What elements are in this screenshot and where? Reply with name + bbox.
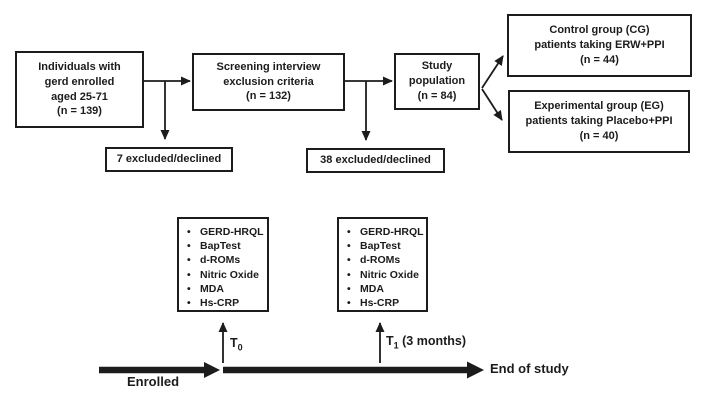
arrow-study-to-experimental <box>481 88 503 121</box>
enrollment-box: Individuals with gerd enrolled aged 25-7… <box>15 51 144 128</box>
assessment-item: Hs-CRP <box>345 296 422 310</box>
screening-box-line: Screening interview <box>216 60 321 73</box>
t1-base: T <box>386 334 394 348</box>
control-group-box-line: patients taking ERW+PPI <box>534 39 665 52</box>
experimental-group-box-line: patients taking Placebo+PPI <box>525 115 673 128</box>
enrolled-label: Enrolled <box>127 374 180 389</box>
t0-assessments-list: GERD-HRQL BapTest d-ROMs Nitric Oxide MD… <box>185 225 264 310</box>
t1-label: T1 (3 months) <box>386 334 466 351</box>
arrow-study-to-control <box>481 55 504 89</box>
t1-subscript: 1 <box>393 340 399 351</box>
excluded-declined-7-label: 7 excluded/declined <box>116 153 222 166</box>
experimental-group-box: Experimental group (EG) patients taking … <box>508 90 690 153</box>
assessment-item: MDA <box>345 282 422 296</box>
enrollment-box-line: Individuals with <box>38 60 121 73</box>
screening-box: Screening interview exclusion criteria (… <box>192 53 345 111</box>
assessment-item: Nitric Oxide <box>185 268 263 282</box>
study-population-box-line: Study <box>421 60 453 73</box>
timeline-end-arrowhead <box>467 361 484 379</box>
end-of-study-label: End of study <box>490 361 569 376</box>
t0-subscript: 0 <box>237 342 243 353</box>
experimental-group-box-line: Experimental group (EG) <box>534 100 664 113</box>
control-group-box-line: (n = 44) <box>580 53 619 66</box>
assessment-item: d-ROMs <box>345 253 422 267</box>
enrollment-box-line: gerd enrolled <box>44 75 115 88</box>
t1-rest: (3 months) <box>398 334 467 348</box>
t1-assessments-list: GERD-HRQL BapTest d-ROMs Nitric Oxide MD… <box>345 225 424 310</box>
experimental-group-box-line: (n = 40) <box>579 129 619 142</box>
assessment-item: Nitric Oxide <box>345 268 422 282</box>
timeline-enrolled-arrowhead <box>204 362 220 378</box>
assessment-item: GERD-HRQL <box>345 225 424 239</box>
control-group-box: Control group (CG) patients taking ERW+P… <box>507 14 692 77</box>
t1-assessments-box: GERD-HRQL BapTest d-ROMs Nitric Oxide MD… <box>337 217 428 312</box>
enrollment-box-line: aged 25-71 <box>51 90 108 103</box>
assessment-item: d-ROMs <box>185 253 263 267</box>
excluded-declined-38-box: 38 excluded/declined <box>306 148 445 173</box>
assessment-item: Hs-CRP <box>185 296 263 310</box>
screening-box-line: exclusion criteria <box>223 75 314 88</box>
excluded-declined-38-label: 38 excluded/declined <box>320 154 431 167</box>
t0-assessments-box: GERD-HRQL BapTest d-ROMs Nitric Oxide MD… <box>177 217 269 312</box>
screening-box-line: (n = 132) <box>246 90 291 103</box>
excluded-declined-7-box: 7 excluded/declined <box>105 147 233 172</box>
t0-base: T <box>230 336 238 350</box>
assessment-item: BapTest <box>185 239 263 253</box>
t0-label: T0 <box>230 336 243 353</box>
study-population-box-line: (n = 84) <box>417 89 457 102</box>
control-group-box-line: Control group (CG) <box>549 24 650 37</box>
study-population-box: Study population (n = 84) <box>394 53 480 110</box>
assessment-item: BapTest <box>345 239 422 253</box>
enrollment-box-line: (n = 139) <box>57 105 102 118</box>
study-population-box-line: population <box>408 75 466 88</box>
assessment-item: GERD-HRQL <box>185 225 264 239</box>
assessment-item: MDA <box>185 282 263 296</box>
